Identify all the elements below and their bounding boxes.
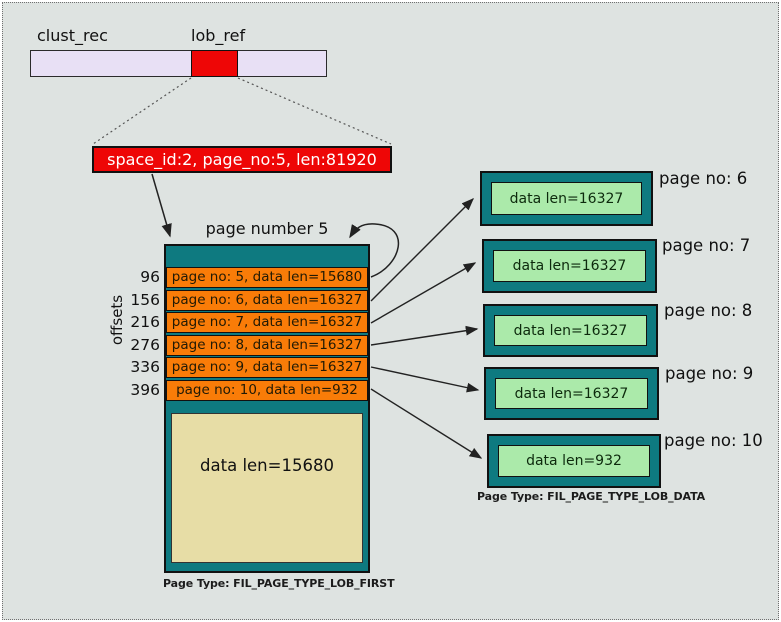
- lob-data-page-box: data len=16327: [483, 304, 658, 357]
- lob-index-entry-row: page no: 6, data len=16327: [166, 290, 368, 311]
- clust-rec-label: clust_rec: [37, 26, 108, 45]
- offset-value: 156: [130, 291, 160, 309]
- data-page-content: data len=16327: [494, 315, 647, 346]
- data-page-type-caption: Page Type: FIL_PAGE_TYPE_LOB_DATA: [477, 490, 706, 503]
- data-page-number-label: page no: 9: [665, 364, 754, 383]
- data-page-number-label: page no: 8: [664, 301, 753, 320]
- lob-data-page-box: data len=16327: [484, 367, 659, 420]
- offset-value: 336: [130, 358, 160, 376]
- data-page-content: data len=932: [498, 445, 650, 477]
- lob-ref-label: lob_ref: [191, 26, 246, 45]
- lob-data-page-box: data len=16327: [482, 239, 657, 293]
- lob-index-entry-row: page no: 10, data len=932: [166, 380, 368, 401]
- offset-value: 216: [130, 313, 160, 331]
- data-page-number-label: page no: 10: [664, 431, 763, 450]
- data-page-number-label: page no: 7: [662, 236, 751, 255]
- lob-data-page-box: data len=932: [487, 434, 661, 488]
- first-page-title: page number 5: [205, 219, 329, 238]
- lob-index-entry-row: page no: 8, data len=16327: [166, 335, 368, 356]
- lob-ref-detail-box: space_id:2, page_no:5, len:81920: [92, 146, 392, 173]
- data-page-content: data len=16327: [491, 182, 642, 215]
- lob-index-entry-row: page no: 7, data len=16327: [166, 312, 368, 333]
- data-page-content: data len=16327: [493, 250, 646, 282]
- lob-index-entry-row: page no: 5, data len=15680: [166, 267, 368, 288]
- lob-index-entry-row: page no: 9, data len=16327: [166, 357, 368, 378]
- lob-ref-field: [191, 50, 238, 77]
- data-page-content: data len=16327: [495, 378, 648, 409]
- offset-value: 276: [130, 336, 160, 354]
- offset-value: 96: [140, 268, 160, 286]
- first-page-data-area: data len=15680: [171, 413, 363, 563]
- lob-data-page-box: data len=16327: [480, 171, 653, 226]
- clustered-record-bar: [30, 50, 327, 77]
- data-page-number-label: page no: 6: [659, 169, 748, 188]
- first-page-type-caption: Page Type: FIL_PAGE_TYPE_LOB_FIRST: [163, 577, 395, 590]
- offset-value: 396: [130, 381, 160, 399]
- offsets-axis-label: offsets: [108, 294, 126, 346]
